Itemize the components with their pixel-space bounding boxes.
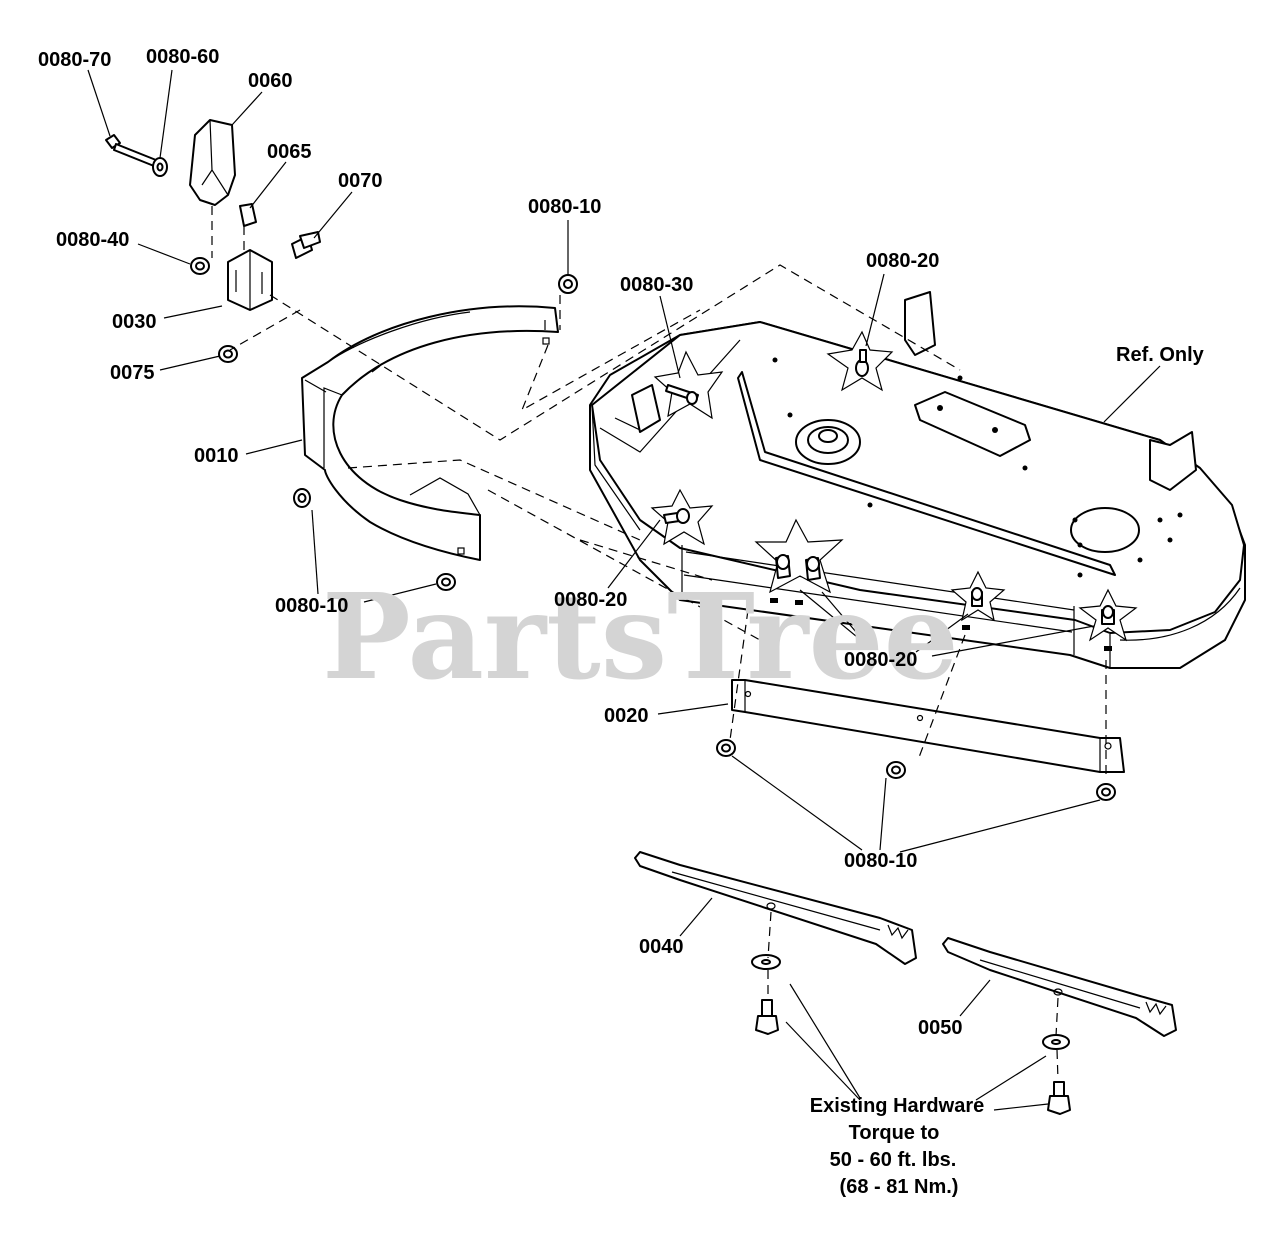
part-labels: 0080-70 0080-60 0060 0065 0070 0080-40 0… <box>38 46 1205 1039</box>
clip-0065 <box>239 203 257 227</box>
bolt-0080-70 <box>105 134 157 167</box>
nut-0080-40 <box>190 257 210 275</box>
nut-0080-10-baffle-left <box>716 739 736 757</box>
label-0080-20-top: 0080-20 <box>866 250 939 272</box>
blade-0040 <box>634 851 917 965</box>
baffle-plate-0020 <box>731 679 1125 773</box>
leader-lines <box>87 69 1161 1111</box>
nut-0080-10-left-upper <box>293 488 311 508</box>
star-callout-0080-20-center <box>754 518 844 594</box>
label-0080-10-top: 0080-10 <box>528 196 601 218</box>
assembly-lines <box>211 206 1107 1081</box>
nut-0080-10-left-lower <box>436 573 456 591</box>
label-0075: 0075 <box>110 362 155 384</box>
bracket-0030 <box>227 249 273 311</box>
star-callout-0080-20-top <box>826 330 894 392</box>
washer-existing-left <box>751 954 781 970</box>
bracket-0060 <box>189 119 236 206</box>
label-0060: 0060 <box>248 70 293 92</box>
washer-existing-right <box>1042 1034 1070 1050</box>
label-0070: 0070 <box>338 170 383 192</box>
hardware-torque-note: Existing Hardware Torque to 50 - 60 ft. … <box>810 1095 985 1198</box>
label-0080-10-left: 0080-10 <box>275 595 348 617</box>
note-line-4: (68 - 81 Nm.) <box>840 1176 959 1198</box>
label-0080-20-left: 0080-20 <box>554 589 627 611</box>
note-line-1: Existing Hardware <box>810 1095 985 1117</box>
nut-0080-10-baffle-right <box>1096 783 1116 801</box>
label-0080-30: 0080-30 <box>620 274 693 296</box>
star-callout-0080-20-right <box>950 570 1006 622</box>
note-line-3: 50 - 60 ft. lbs. <box>830 1149 957 1171</box>
nut-0080-10-baffle-mid <box>886 761 906 779</box>
label-0080-10-baffle: 0080-10 <box>844 850 917 872</box>
star-callout-0080-30 <box>653 350 724 420</box>
star-callout-0080-20-left <box>650 488 714 546</box>
label-0050: 0050 <box>918 1017 963 1039</box>
label-ref-only: Ref. Only <box>1116 344 1205 366</box>
star-callout-0080-20-far-right <box>1078 588 1138 642</box>
label-0080-20-front: 0080-20 <box>844 649 917 671</box>
label-0040: 0040 <box>639 936 684 958</box>
label-0065: 0065 <box>267 141 312 163</box>
washer-0080-60 <box>152 157 168 177</box>
bolt-existing-right <box>1047 1081 1071 1115</box>
note-line-2: Torque to <box>849 1122 940 1144</box>
label-0080-70: 0080-70 <box>38 49 111 71</box>
label-0080-40: 0080-40 <box>56 229 129 251</box>
watermark-text: PartsTree <box>322 567 959 706</box>
label-0020: 0020 <box>604 705 649 727</box>
discharge-chute-0010 <box>301 305 559 561</box>
mower-deck <box>589 291 1246 669</box>
label-0010: 0010 <box>194 445 239 467</box>
nut-0075 <box>218 345 238 363</box>
label-0030: 0030 <box>112 311 157 333</box>
label-0080-60: 0080-60 <box>146 46 219 68</box>
nut-0080-10-top <box>558 274 578 294</box>
bolt-existing-left <box>755 999 779 1035</box>
spindle-housing <box>795 419 861 465</box>
blade-0050 <box>942 937 1177 1037</box>
